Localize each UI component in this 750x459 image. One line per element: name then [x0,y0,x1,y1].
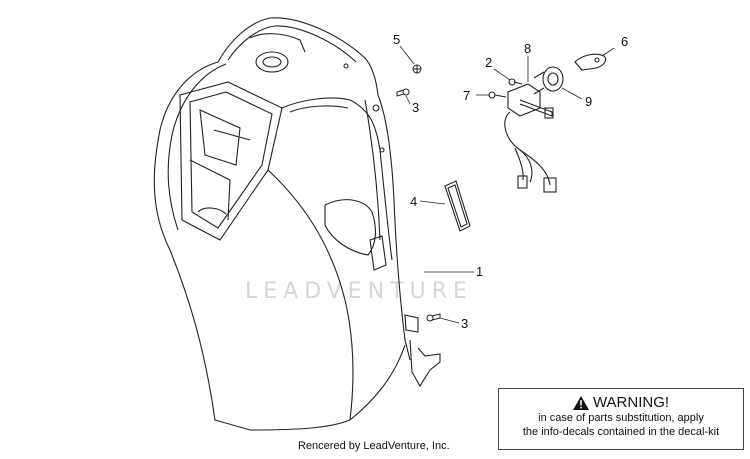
leader-lines [399,45,615,324]
screw-parts [396,64,441,322]
callout-labels: 1 2 3 3 4 5 6 7 8 9 [393,32,628,331]
warning-triangle-icon [572,395,589,410]
decal-plate-part [444,180,471,232]
warning-line-2: the info-decals contained in the decal-k… [522,426,720,438]
callout-1: 1 [476,264,483,279]
callout-6: 6 [621,34,628,49]
warning-title: WARNING! [592,394,670,411]
callout-5: 5 [393,32,400,47]
warning-heading: WARNING! [499,394,743,411]
leg-shield-part [153,17,441,431]
callout-2: 2 [485,55,492,70]
watermark-text: LEADVENTURE [245,279,473,304]
warning-box: WARNING! in case of parts substitution, … [498,388,744,450]
callout-3-upper: 3 [412,100,419,115]
callout-9: 9 [585,94,592,109]
callout-7: 7 [463,88,470,103]
callout-8: 8 [524,41,531,56]
callout-3-lower: 3 [461,316,468,331]
ignition-switch-assembly [488,53,607,193]
callout-4: 4 [410,194,417,209]
credit-text: Rencered by LeadVenture, Inc. [298,440,450,452]
warning-line-1: in case of parts substitution, apply [538,412,704,424]
